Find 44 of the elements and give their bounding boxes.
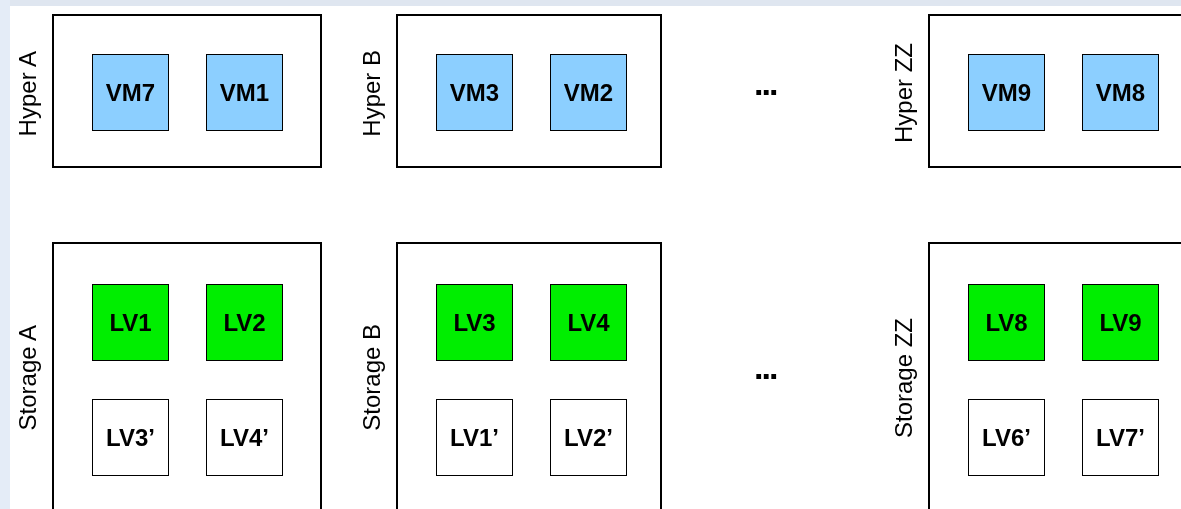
volume-box	[550, 399, 627, 476]
volume-box	[968, 284, 1045, 361]
volume-box	[92, 284, 169, 361]
volume-label: LV1’	[450, 423, 499, 452]
volume-label: LV8	[985, 308, 1028, 337]
volume-label: LV6’	[982, 423, 1031, 452]
server-label: Storage ZZ	[890, 317, 918, 438]
volume-box	[92, 54, 169, 131]
volume-box	[968, 54, 1045, 131]
volume-label: VM7	[105, 78, 156, 107]
volume-box	[1082, 399, 1159, 476]
volume-label: VM1	[219, 78, 270, 107]
volume-box	[550, 284, 627, 361]
volume-box	[206, 399, 283, 476]
server-label: Storage B	[358, 324, 386, 431]
volume-box	[1082, 284, 1159, 361]
volume-box	[436, 284, 513, 361]
volume-label: LV3’	[106, 423, 155, 452]
volume-label: LV2	[223, 308, 266, 337]
volume-label: LV9	[1099, 308, 1142, 337]
volume-label: VM3	[449, 78, 500, 107]
volume-label: LV4’	[220, 423, 269, 452]
volume-label: VM9	[981, 78, 1032, 107]
volume-box	[550, 54, 627, 131]
ellipsis: ...	[754, 350, 777, 384]
volume-box	[968, 399, 1045, 476]
volume-label: VM2	[563, 78, 614, 107]
volume-label: LV1	[109, 308, 152, 337]
server-label: Hyper B	[358, 49, 386, 137]
volume-box	[206, 54, 283, 131]
volume-box	[92, 399, 169, 476]
volume-box	[436, 399, 513, 476]
volume-label: LV4	[567, 308, 610, 337]
volume-box	[436, 54, 513, 131]
volume-label: LV2’	[564, 423, 613, 452]
server-label: Hyper A	[14, 50, 42, 136]
volume-box	[206, 284, 283, 361]
volume-label: VM8	[1095, 78, 1146, 107]
volume-label: LV3	[453, 308, 496, 337]
server-label: Hyper ZZ	[890, 43, 918, 143]
ellipsis: ...	[754, 66, 777, 100]
volume-box	[1082, 54, 1159, 131]
volume-label: LV7’	[1096, 423, 1145, 452]
server-label: Storage A	[14, 325, 42, 431]
